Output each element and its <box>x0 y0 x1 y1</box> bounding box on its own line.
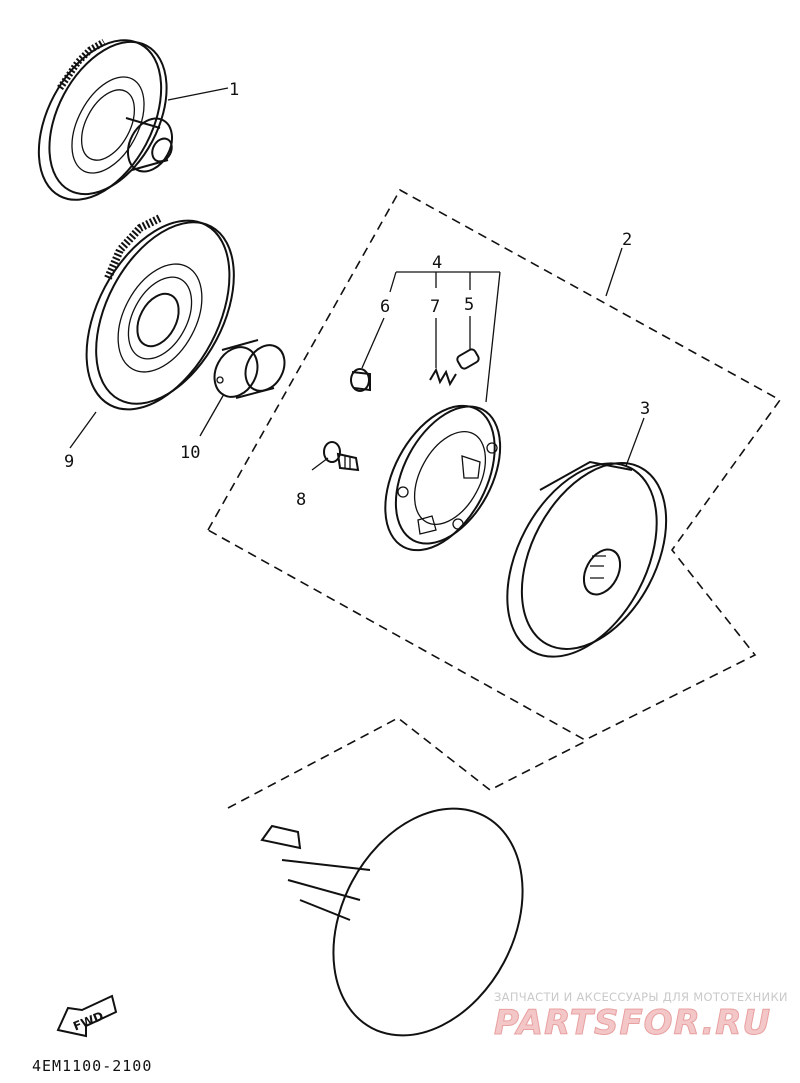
callout-3: 3 <box>640 399 650 419</box>
callout-7: 7 <box>430 297 440 317</box>
spring-part-7 <box>429 367 457 387</box>
assembly-dashed-outline <box>206 188 782 741</box>
clutch-plate <box>384 404 502 552</box>
watermark-tagline: ЗАПЧАСТИ И АКСЕССУАРЫ ДЛЯ МОТОТЕХНИКИ <box>494 990 788 1004</box>
callout-1: 1 <box>229 80 239 100</box>
callout-2: 2 <box>622 230 632 250</box>
drawing-code: 4EM1100-2100 <box>32 1057 152 1075</box>
starter-gear-part-1 <box>37 38 174 201</box>
callout-6: 6 <box>380 297 390 317</box>
clutch-housing-part-3 <box>506 460 668 658</box>
callout-10: 10 <box>180 443 200 463</box>
callout-8: 8 <box>296 490 306 510</box>
callout-4: 4 <box>432 253 442 273</box>
callout-9: 9 <box>64 452 74 472</box>
bolt-part-8 <box>323 441 360 472</box>
plunger-part-5 <box>456 348 480 370</box>
callout-5: 5 <box>464 295 474 315</box>
leader-lines <box>69 87 645 471</box>
roller-part-6 <box>350 368 371 392</box>
gear-part-9 <box>85 214 235 411</box>
forward-arrow-icon: FWD <box>56 994 118 1038</box>
output-shaft-disc <box>227 717 589 1037</box>
collar-part-10 <box>213 339 286 399</box>
watermark-brand: PARTSFOR.RU <box>494 1003 771 1043</box>
